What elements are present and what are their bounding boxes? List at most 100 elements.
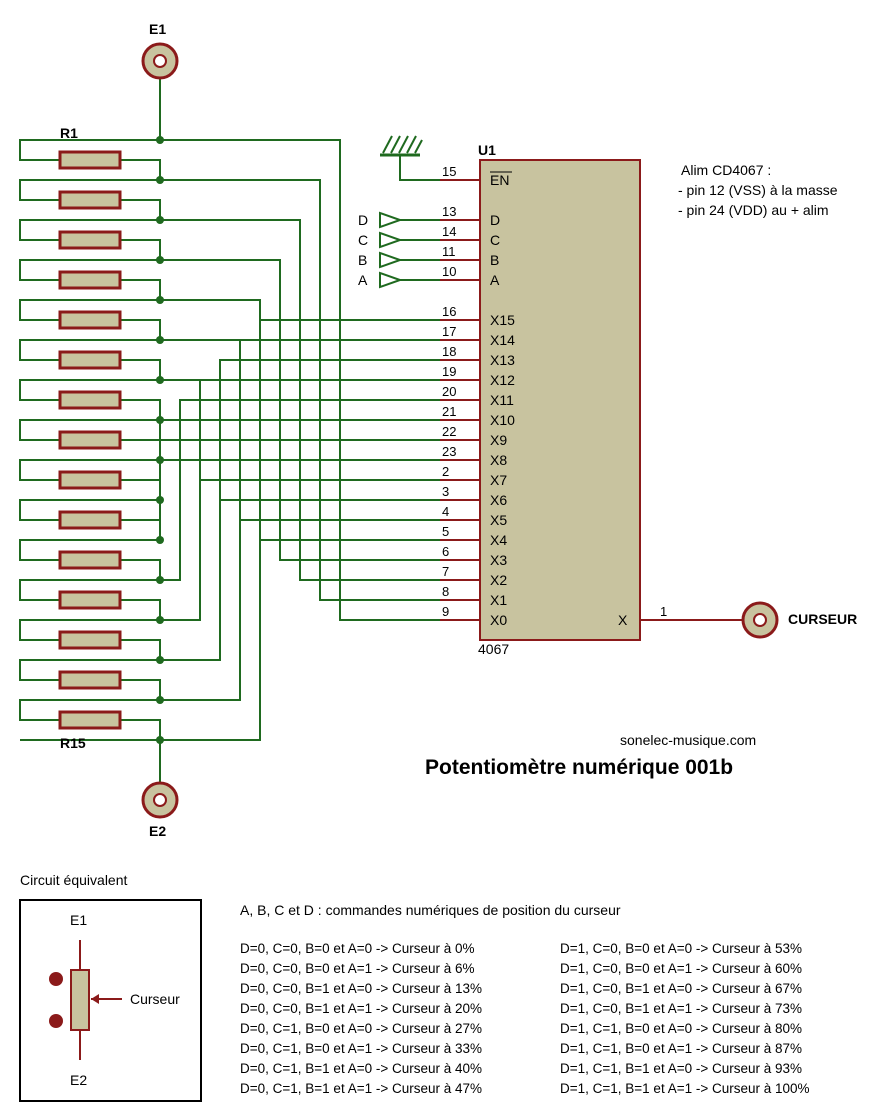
wire-ladder-right [120,199,161,220]
junction-dot [156,696,164,704]
resistor [58,390,122,410]
truth-row-right: D=1, C=1, B=0 et A=0 -> Curseur à 80% [560,1021,802,1036]
wire-ladder-left [19,219,160,241]
power-note-line-1: Alim CD4067 : [681,162,771,178]
pin-label-enable: EN [490,172,509,188]
pin-label: X2 [490,572,507,588]
pin-label: C [490,232,500,248]
terminal-e2[interactable] [141,781,179,819]
commands-heading: A, B, C et D : commandes numériques de p… [240,902,621,918]
truth-row-left: D=0, C=1, B=0 et A=0 -> Curseur à 27% [240,1021,482,1036]
pin-label: X6 [490,492,507,508]
pin-number: 3 [442,484,449,499]
equivalent-dot-top [49,972,63,986]
wire-ladder-left [19,139,160,161]
pin-number: 14 [442,224,456,239]
pin-label: X1 [490,592,507,608]
input-label: A [358,272,368,288]
resistor-r15-label: R15 [60,735,86,751]
equivalent-circuit [19,899,202,1102]
pin-label: A [490,272,500,288]
junction-dot [156,216,164,224]
junction-dot [156,416,164,424]
wire-ladder-right [120,559,161,580]
resistor [58,550,122,570]
wire-ladder-left [19,539,160,561]
resistor [58,150,122,170]
input-arrow-icon[interactable] [379,231,404,249]
pin-number: 16 [442,304,456,319]
resistor [58,630,122,650]
pin-number: 18 [442,344,456,359]
equivalent-heading: Circuit équivalent [20,872,127,888]
truth-row-right: D=1, C=0, B=0 et A=0 -> Curseur à 53% [560,941,802,956]
pin-label: X14 [490,332,515,348]
junction-dot [156,736,164,744]
pin-label: X0 [490,612,507,628]
pin-number: 19 [442,364,456,379]
wire-ladder-right [120,519,161,540]
terminal-e1[interactable] [141,42,179,80]
wire-ladder-right [120,639,161,660]
truth-row-right: D=1, C=1, B=0 et A=1 -> Curseur à 87% [560,1041,802,1056]
wire-ladder-left [19,659,160,681]
terminal-e1-label: E1 [149,21,166,37]
wire-ladder-right [120,239,161,260]
input-arrow-icon[interactable] [379,271,404,289]
pin-label: X8 [490,452,507,468]
pin-number: 2 [442,464,449,479]
truth-row-right: D=1, C=0, B=0 et A=1 -> Curseur à 60% [560,961,802,976]
resistor [58,430,122,450]
wire-ladder-right [120,399,161,420]
pin-label: D [490,212,500,228]
pin-number: 6 [442,544,449,559]
pin-number-output: 1 [660,604,667,619]
pin-label: X10 [490,412,515,428]
pin-number: 8 [442,584,449,599]
wire-tap-x13 [160,359,440,661]
junction-dot [156,576,164,584]
wire-ladder-left [19,499,160,521]
wire-ladder-left [19,339,160,361]
equivalent-dot-bottom [49,1014,63,1028]
truth-row-right: D=1, C=0, B=1 et A=1 -> Curseur à 73% [560,1001,802,1016]
wire-ladder-right [120,319,161,340]
chip-part-label: 4067 [478,641,509,657]
junction-dot [156,496,164,504]
resistor [58,310,122,330]
resistor [58,350,122,370]
equivalent-wiper-label: Curseur [130,991,180,1007]
pin-number: 23 [442,444,456,459]
input-arrow-icon[interactable] [379,211,404,229]
truth-row-left: D=0, C=0, B=1 et A=0 -> Curseur à 13% [240,981,482,996]
junction-dot [156,256,164,264]
wire-tap-x9 [159,439,440,500]
wire-tap-x3 [160,259,440,561]
terminal-e2-label: E2 [149,823,166,839]
resistor [58,270,122,290]
resistor [58,510,122,530]
truth-row-left: D=0, C=1, B=0 et A=1 -> Curseur à 33% [240,1041,482,1056]
pin-number: 9 [442,604,449,619]
input-label: B [358,252,367,268]
junction-dot [156,616,164,624]
equivalent-top-label: E1 [70,912,87,928]
wire-tap-x1 [160,179,440,601]
pin-number: 20 [442,384,456,399]
wire-ladder-left [19,699,160,721]
power-note-line-3: - pin 24 (VDD) au + alim [678,202,829,218]
junction-dot [156,656,164,664]
wire-tap-x4 [160,299,440,541]
ground-icon [380,135,423,157]
input-arrow-icon[interactable] [379,251,404,269]
wire-ladder-left [19,379,160,401]
input-label: D [358,212,368,228]
junction-dot [156,456,164,464]
truth-row-right: D=1, C=0, B=1 et A=0 -> Curseur à 67% [560,981,802,996]
terminal-curseur[interactable] [741,601,779,639]
truth-row-left: D=0, C=1, B=1 et A=1 -> Curseur à 47% [240,1081,482,1096]
wire-ladder-right [120,599,161,620]
junction-dot [156,296,164,304]
